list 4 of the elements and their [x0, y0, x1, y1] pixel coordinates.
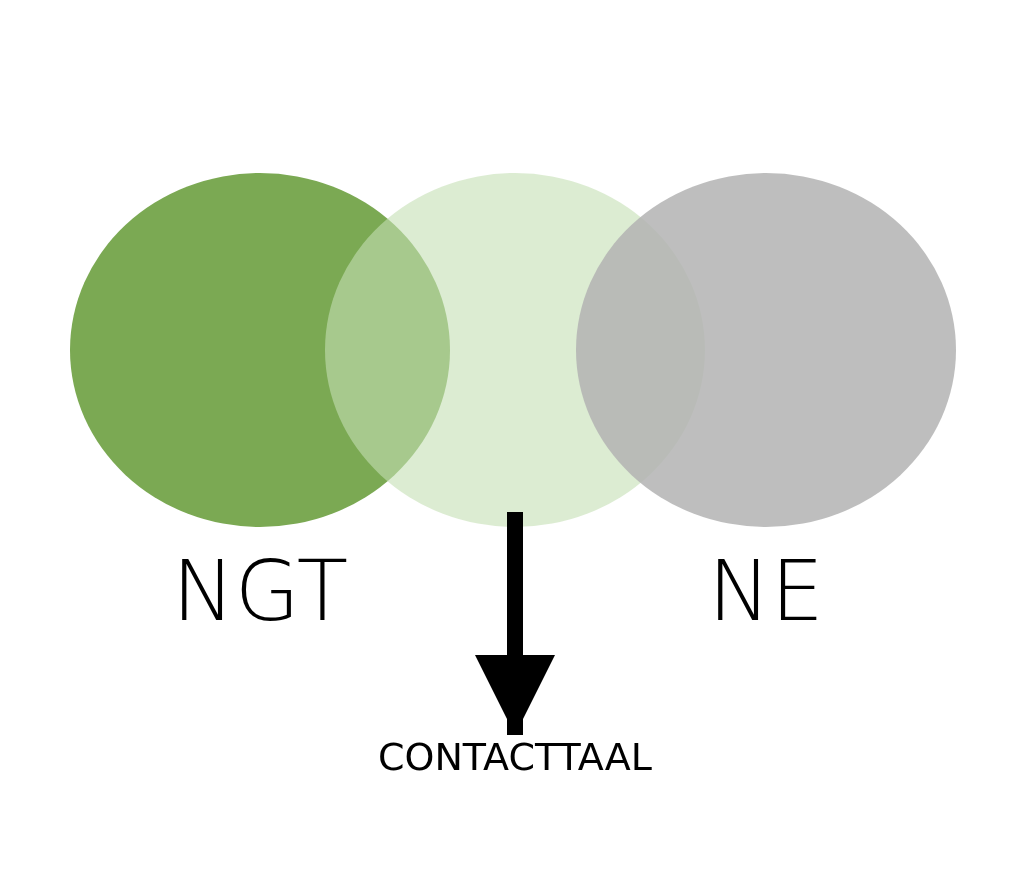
circle-label: NGT — [170, 542, 350, 640]
circle-label: NE — [707, 542, 825, 640]
arrow — [475, 512, 555, 735]
language-label: CONTACTTAAL — [378, 735, 652, 779]
